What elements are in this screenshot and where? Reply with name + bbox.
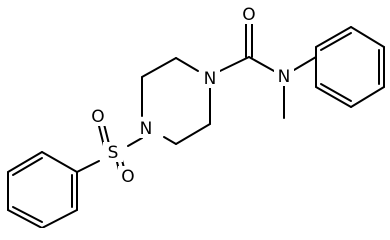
svg-text:N: N [204,69,217,89]
svg-text:O: O [91,107,104,127]
phenyl-ring-amide [315,26,385,108]
bond-c-n-amide [248,56,275,72]
svg-text:O: O [121,167,134,187]
bond-n-s [127,137,143,147]
atom-o-carbonyl: O [239,4,259,25]
atom-s-sulfonyl: S [103,142,123,163]
atom-n-piperazine-bottom: N [136,118,156,139]
atom-n-piperazine-top: N [200,68,220,89]
structure-canvas: N N N O S O O [7,4,385,228]
bond-n-phenyl [293,56,317,71]
phenyl-ring-sulfonyl [7,151,78,228]
atom-o-sulfonyl-left: O [88,106,108,127]
molecule-drawing: N N N O S O O [7,4,385,228]
svg-text:S: S [108,143,119,163]
svg-text:N: N [278,67,291,87]
bond-s-o-left-a [103,123,110,145]
bond-n-carbonyl [219,56,250,72]
atom-n-amide: N [274,66,294,87]
bond-s-phenyl [76,160,100,173]
svg-text:N: N [140,119,153,139]
piperazine-ring [141,57,211,145]
atom-o-sulfonyl-right: O [118,166,138,187]
svg-text:O: O [242,5,255,25]
